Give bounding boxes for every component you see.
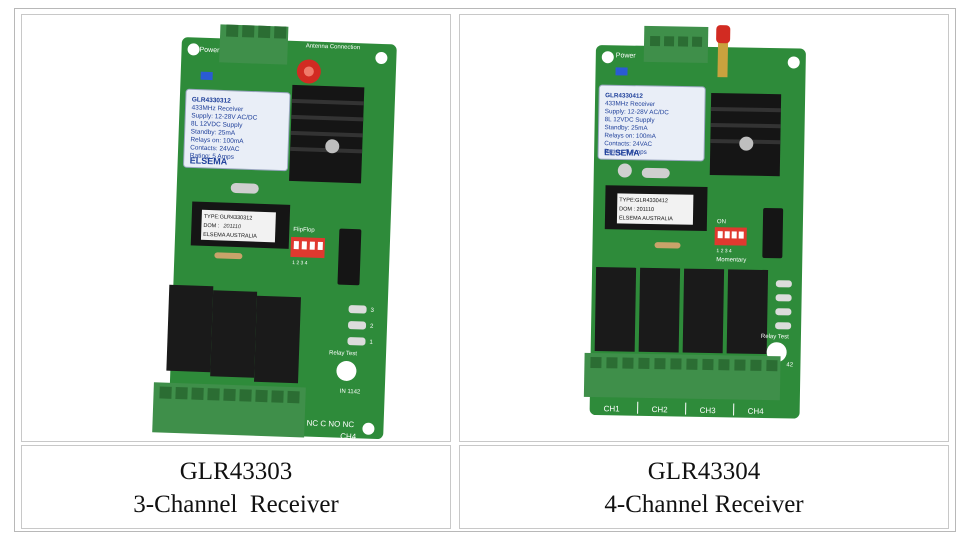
model-description: 3-Channel Receiver (133, 491, 339, 518)
svg-text:DOM : 201110: DOM : 201110 (619, 206, 654, 213)
svg-text:2: 2 (370, 324, 374, 330)
svg-text:Supply: 12-28V AC/DC: Supply: 12-28V AC/DC (605, 108, 670, 116)
product-image-glr43304: Power GLR4330412 433MHz Receiver Supply:… (459, 14, 949, 442)
svg-text:Relays on: 100mA: Relays on: 100mA (190, 136, 244, 145)
product-image-glr43303: Power Antenna Connection GLR4330312 433M… (21, 14, 451, 442)
relay-2 (210, 290, 258, 378)
power-label: Power (199, 47, 220, 55)
svg-text:Contacts: 24VAC: Contacts: 24VAC (190, 144, 240, 153)
svg-text:433MHz Receiver: 433MHz Receiver (605, 100, 655, 108)
brand-label: ELSEMA (604, 147, 640, 158)
brand-label: ELSEMA (190, 155, 228, 166)
svg-text:GLR4330412: GLR4330412 (605, 92, 643, 100)
ch3-label: CH3 (700, 406, 717, 415)
svg-text:ELSEMA AUSTRALIA: ELSEMA AUSTRALIA (203, 232, 257, 240)
caption-glr43304: GLR43304 4-Channel Receiver (459, 445, 949, 529)
svg-text:42: 42 (786, 362, 793, 368)
relay-3 (254, 295, 301, 384)
test-button (336, 360, 357, 381)
product-table: Power Antenna Connection GLR4330312 433M… (14, 8, 956, 532)
svg-text:GLR4330312: GLR4330312 (192, 96, 232, 104)
svg-text:Standby: 25mA: Standby: 25mA (604, 124, 648, 132)
ch1-label: CH1 (604, 404, 621, 413)
svg-text:8L 12VDC Supply: 8L 12VDC Supply (191, 120, 243, 129)
svg-text:433MHz Receiver: 433MHz Receiver (191, 104, 244, 113)
svg-text:DOM :: DOM : (203, 223, 220, 230)
heatsink (709, 93, 782, 177)
dip-switch (290, 236, 326, 259)
ch2-label: CH2 (652, 405, 669, 414)
chip-label (200, 209, 276, 243)
screw (739, 136, 754, 151)
relay-2 (638, 267, 681, 353)
receiver-module (597, 84, 706, 162)
svg-text:8L 12VDC Supply: 8L 12VDC Supply (605, 116, 656, 124)
svg-text:1 2 3 4: 1 2 3 4 (716, 248, 732, 254)
svg-text:TYPE:GLR4330412: TYPE:GLR4330412 (619, 197, 668, 204)
model-description: 4-Channel Receiver (604, 491, 804, 518)
svg-text:ELSEMA AUSTRALIA: ELSEMA AUSTRALIA (619, 215, 673, 222)
antenna-label: Antenna Connection (306, 43, 361, 51)
relay-1 (594, 267, 637, 352)
relay-test-label: Relay Test (329, 350, 357, 357)
svg-text:3: 3 (370, 308, 374, 314)
relay-3 (682, 268, 725, 354)
svg-text:Contacts: 24VAC: Contacts: 24VAC (604, 140, 652, 148)
ch4-label: CH4 (748, 407, 765, 416)
mount-hole (362, 422, 375, 435)
svg-text:Supply: 12-28V AC/DC: Supply: 12-28V AC/DC (191, 112, 258, 121)
svg-text:TYPE:GLR4330312: TYPE:GLR4330312 (204, 214, 253, 222)
model-name: GLR43303 (179, 458, 293, 485)
relay-test-label: Relay Test (761, 334, 789, 340)
terminal-labels: NC C NO NC (306, 419, 354, 430)
pcb-photo-4ch: Power GLR4330412 433MHz Receiver Supply:… (583, 25, 806, 419)
svg-text:1 2 3 4: 1 2 3 4 (292, 260, 308, 267)
momentary-label: Momentary (716, 257, 746, 264)
svg-text:Relays on: 100mA: Relays on: 100mA (604, 132, 656, 140)
pcb-photo-3ch: Power Antenna Connection GLR4330312 433M… (152, 24, 397, 442)
svg-text:IN 1142: IN 1142 (340, 389, 361, 396)
relay-4 (726, 269, 769, 355)
model-name: GLR43304 (647, 458, 761, 485)
svg-text:Standby: 25mA: Standby: 25mA (191, 128, 236, 137)
svg-text:201110: 201110 (222, 224, 242, 231)
power-terminal (643, 25, 709, 63)
svg-text:1: 1 (369, 340, 373, 346)
svg-text:Rating: 5 Amps: Rating: 5 Amps (604, 148, 647, 156)
ch4-label: CH4 (340, 432, 357, 442)
power-label: Power (616, 52, 637, 59)
receiver-module (183, 88, 291, 172)
flipflop-label: FlipFlop (293, 227, 315, 234)
mount-hole (187, 43, 200, 56)
svg-text:ON: ON (717, 219, 726, 225)
antenna-connector (717, 41, 729, 78)
relay-1 (166, 284, 214, 373)
caption-glr43303: GLR43303 3-Channel Receiver (21, 445, 451, 529)
mount-hole (375, 51, 388, 64)
chip-label (616, 193, 694, 225)
svg-text:Rating: 5 Amps: Rating: 5 Amps (190, 152, 235, 161)
screw (325, 139, 340, 154)
